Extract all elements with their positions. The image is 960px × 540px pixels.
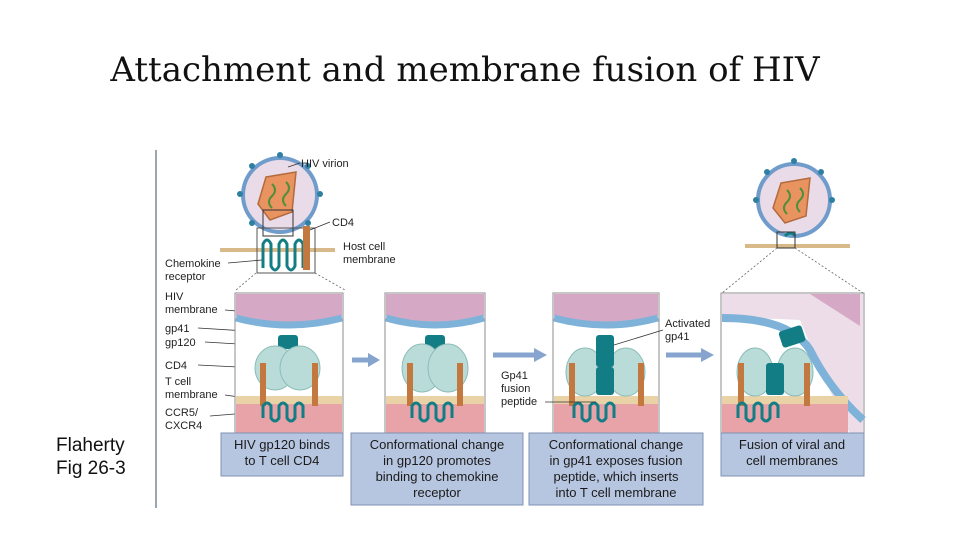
chemokine-receptor-coil-top: [261, 238, 305, 272]
label-gp41-fusion-peptide: peptide: [501, 396, 537, 408]
panel-3: [552, 292, 660, 435]
label-gp41-fusion: Gp41: [501, 370, 528, 382]
caption-2-line-3: binding to chemokine: [376, 469, 499, 484]
label-cd4: CD4: [165, 360, 187, 372]
figure-svg: HIV virion CD4 Host cell membrane Chemok…: [165, 152, 866, 506]
caption-4: Fusion of viral and cell membranes: [720, 432, 865, 477]
label-chemokine: Chemokine: [165, 258, 221, 270]
label-ccr5: CCR5/: [165, 407, 199, 419]
caption-3: Conformational change in gp41 exposes fu…: [528, 432, 704, 506]
inset-box-top-left: [256, 227, 316, 274]
label-t-cell: T cell: [165, 376, 191, 388]
caption-1-line-2: to T cell CD4: [245, 453, 320, 468]
caption-3-line-2: in gp41 exposes fusion: [550, 453, 683, 468]
arrow-1: [352, 353, 380, 367]
panel-4: [720, 292, 866, 435]
caption-2-line-2: in gp120 promotes: [383, 453, 491, 468]
credit-figure-number: Fig 26-3: [56, 458, 126, 479]
credit-author: Flaherty: [56, 435, 125, 456]
label-cxcr4: CXCR4: [165, 420, 202, 432]
divider-line: [155, 150, 157, 508]
label-t-cell-membrane: membrane: [165, 389, 218, 401]
caption-4-line-1: Fusion of viral and: [739, 437, 845, 452]
caption-2: Conformational change in gp120 promotes …: [350, 432, 524, 506]
label-activated-gp41: gp41: [665, 331, 689, 343]
caption-4-line-2: cell membranes: [746, 453, 838, 468]
label-hiv-membrane: membrane: [165, 304, 218, 316]
label-gp41: gp41: [165, 323, 189, 335]
zoom-box-top-left: [262, 209, 294, 237]
caption-1-line-1: HIV gp120 binds: [234, 437, 331, 452]
hiv-virion-top-left: [237, 152, 323, 234]
hiv-virion-top-right: [753, 158, 835, 238]
label-hiv: HIV: [165, 291, 184, 303]
label-cd4-top: CD4: [332, 217, 354, 229]
caption-3-line-3: peptide, which inserts: [553, 469, 679, 484]
label-activated: Activated: [665, 318, 710, 330]
cd4-top: [303, 226, 310, 270]
label-chemokine-receptor: receptor: [165, 271, 206, 283]
panel-2: [384, 292, 486, 435]
hiv-fusion-figure: HIV virion CD4 Host cell membrane Chemok…: [160, 150, 866, 510]
caption-1: HIV gp120 binds to T cell CD4: [220, 432, 344, 477]
caption-3-line-1: Conformational change: [549, 437, 683, 452]
caption-3-line-4: into T cell membrane: [556, 485, 677, 500]
label-gp120: gp120: [165, 337, 196, 349]
label-host-cell: Host cell: [343, 241, 385, 253]
slide-title: Attachment and membrane fusion of HIV: [110, 50, 820, 90]
caption-2-line-1: Conformational change: [370, 437, 504, 452]
zoom-box-top-right: [776, 231, 796, 249]
label-hiv-virion: HIV virion: [301, 158, 349, 170]
panel-1: [234, 292, 344, 435]
arrow-3: [666, 348, 714, 362]
arrow-2: [493, 348, 547, 362]
caption-2-line-4: receptor: [413, 485, 461, 500]
figure-credit: Flaherty Fig 26-3: [56, 434, 126, 480]
label-gp41-fusion-2: fusion: [501, 383, 530, 395]
label-host-cell-membrane: membrane: [343, 254, 396, 266]
